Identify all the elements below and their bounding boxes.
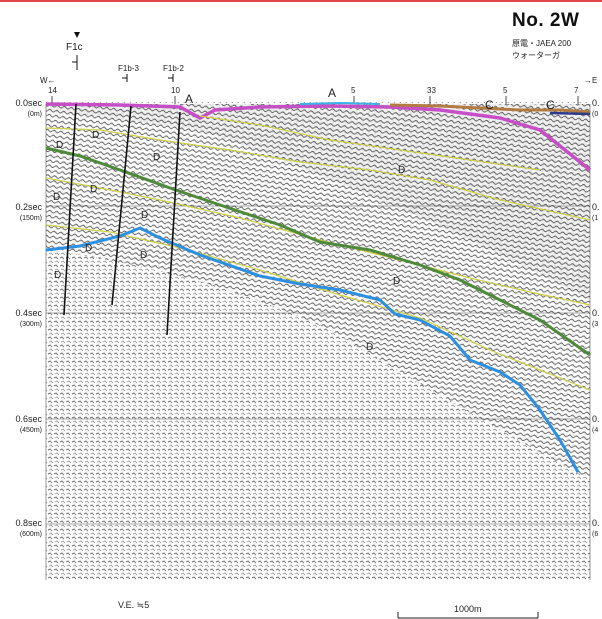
f1c-marker <box>72 32 174 82</box>
shot-point-label: 33 <box>427 86 436 95</box>
fault-lines <box>63 103 181 336</box>
left-axis-0: 0.0sec(0m) <box>15 98 42 118</box>
shot-point-label: 14 <box>48 86 57 95</box>
unit-label-d1: D <box>92 130 100 141</box>
subtitle-line-2: ウォーターガ <box>512 51 560 60</box>
horizon-surface-cyan <box>299 101 381 105</box>
right-axis-0: 0.(0 <box>592 98 600 118</box>
fault-label-f1b-3: F1b-3 <box>118 64 139 73</box>
subtitle-line-1: 原電・JAEA 200 <box>512 39 572 48</box>
right-axis-2: 0.(3 <box>592 308 600 328</box>
unit-label-d3: D <box>54 270 62 281</box>
left-axis-2: 0.4sec(300m) <box>15 308 42 328</box>
grid <box>45 104 591 580</box>
unit-label-d3: D <box>85 243 93 254</box>
unit-label-d2: D <box>393 276 401 287</box>
right-axis-3: 0.(4 <box>592 414 600 434</box>
left-axis-3: 0.6sec(450m) <box>15 414 42 434</box>
shot-point-label: 5 <box>351 86 356 95</box>
horizon-green <box>45 146 591 357</box>
unit-label-d3: D <box>140 250 148 261</box>
vertical-exaggeration: V.E. ≒5 <box>118 600 150 610</box>
direction-west: W← <box>40 76 56 85</box>
right-axis-4: 0.(6 <box>592 518 600 538</box>
unit-label-d1: D <box>56 140 64 151</box>
unit-label-a1: A <box>185 92 194 106</box>
left-axis-1: 0.2sec(150m) <box>15 202 42 222</box>
unit-label-d1: D <box>153 152 161 163</box>
unit-label-d2: D <box>141 210 149 221</box>
fault-label-f1c: F1c <box>66 42 83 53</box>
unit-label-d2: D <box>90 184 98 195</box>
direction-east: →E <box>584 76 598 85</box>
unit-label-d3: D <box>366 342 374 353</box>
right-axis-1: 0.(1 <box>592 202 600 222</box>
unit-label-d2: D <box>53 192 61 203</box>
left-axis-4: 0.8sec(600m) <box>15 518 42 538</box>
top-rule <box>0 0 602 2</box>
seismic-traces <box>46 102 590 580</box>
horizon-blue <box>45 226 580 473</box>
horizon-surface-magenta <box>45 102 592 172</box>
shot-point-label: 7 <box>574 86 579 95</box>
scale-label: 1000m <box>454 604 482 614</box>
shot-point-label: 10 <box>171 86 180 95</box>
unit-label-c1: C <box>546 98 555 112</box>
horizon-surface-brown <box>389 103 591 114</box>
profile-title: No. 2W <box>512 10 580 31</box>
shot-point-label: 5 <box>503 86 508 95</box>
profile-subtitle: 原電・JAEA 200 ウォーターガ <box>512 38 571 62</box>
unit-label-c2: C <box>485 98 494 112</box>
unit-label-d1: D <box>398 165 406 176</box>
scale-bar <box>397 612 539 619</box>
unit-label-a: A <box>328 86 337 100</box>
fault-label-f1b-2: F1b-2 <box>163 64 184 73</box>
horizon-surface-navy <box>549 111 591 116</box>
